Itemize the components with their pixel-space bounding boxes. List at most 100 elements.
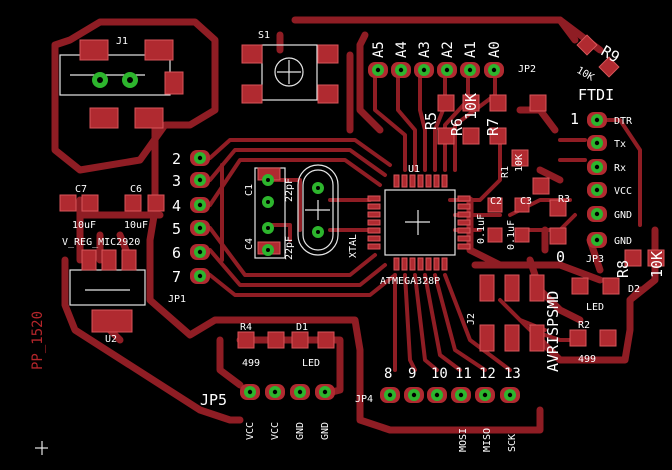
label-j1: J1 (116, 36, 128, 47)
label-r8-value: 10K (648, 251, 666, 278)
xtal-vias (312, 182, 324, 238)
label-c6-value: 10uF (124, 220, 148, 231)
label-c1-value: 22pF (284, 178, 295, 202)
label-r9-value: 10K (575, 65, 596, 84)
label-jp4: JP4 (355, 394, 373, 405)
jp5-pin-label: VCC (270, 422, 281, 440)
digital-pin-label: 6 (172, 244, 181, 262)
label-jp3: JP3 (586, 254, 604, 265)
component-labels: J1 S1 R9 10K FTDI JP2 JP3 JP1 JP4 JP5 C7… (30, 30, 666, 409)
label-u1: U1 (408, 164, 420, 175)
label-j2: J2 (466, 313, 477, 325)
label-d1-led: LED (302, 358, 320, 369)
isp-signal-label: SCK (507, 434, 518, 452)
digital-pin-label: 9 (408, 366, 416, 382)
label-d2: D2 (628, 284, 640, 295)
label-pp: PP_1520 (30, 311, 46, 370)
ftdi-pin-label: Rx (614, 163, 626, 174)
label-r4-value: 499 (242, 358, 260, 369)
digital-pin-label: 12 (479, 366, 496, 382)
label-r1-value: 10K (514, 154, 525, 172)
label-mcu: ATMEGA328P (380, 276, 440, 287)
c1-c4-vias (262, 174, 274, 256)
label-c2: C2 (490, 196, 502, 207)
jp5-pin-label: GND (320, 422, 331, 440)
jp5-pin-labels: VCC VCC GND GND (245, 422, 331, 440)
isp-signal-labels: MOSI MISO SCK (458, 428, 518, 452)
label-c4-value: 22pF (284, 236, 295, 260)
label-r3: R3 (558, 194, 570, 205)
label-ftdi: FTDI (578, 86, 614, 104)
label-r1: R1 (500, 166, 511, 178)
label-jp5: JP5 (200, 391, 227, 409)
label-r8: R8 (614, 260, 632, 278)
isp-signal-label: MOSI (458, 428, 469, 452)
analog-pin-label: A4 (394, 41, 410, 58)
isp-signal-label: MISO (482, 428, 493, 452)
signal-traces (208, 73, 642, 372)
ftdi-pin-label: DTR (614, 116, 633, 127)
label-zero: 0 (556, 248, 565, 266)
label-r6: R6 (448, 118, 466, 136)
label-c2-value: 0.1uF (476, 214, 487, 244)
label-c3-value: 0.1uF (506, 220, 517, 250)
label-avrisp: AVRISPSMD (544, 291, 562, 372)
ftdi-pin-label: VCC (614, 186, 632, 197)
ftdi-pin-label: GND (614, 236, 632, 247)
jp5-pin-label: VCC (245, 422, 256, 440)
label-r2: R2 (578, 320, 590, 331)
jp2-header (368, 62, 504, 78)
label-r7: R7 (484, 118, 502, 136)
digital-pin-label: 4 (172, 197, 181, 215)
jp3-header (587, 112, 607, 248)
analog-pin-label: A2 (440, 41, 456, 58)
digital-pin-label: 3 (172, 172, 181, 190)
analog-pin-label: A1 (463, 41, 479, 58)
u1-outline (384, 189, 456, 256)
s1-outline (261, 44, 318, 101)
label-one: 1 (570, 110, 579, 128)
digital-pin-label: 10 (431, 366, 448, 382)
label-vreg: V_REG_MIC2920 (62, 237, 140, 248)
label-r5: R5 (422, 112, 440, 130)
label-c4: C4 (244, 238, 255, 250)
ftdi-pin-label: GND (614, 210, 632, 221)
label-led2: LED (586, 302, 604, 313)
jp5-header (240, 384, 335, 400)
jp4-header (380, 387, 520, 403)
label-r2-value: 499 (578, 354, 596, 365)
analog-pin-label: A0 (487, 41, 503, 58)
label-c7: C7 (75, 184, 87, 195)
digital-pin-label: 13 (504, 366, 521, 382)
jp1-header (190, 150, 210, 284)
xtal-outline (297, 164, 339, 256)
label-xtal: XTAL (348, 234, 359, 258)
label-r4: R4 (240, 322, 252, 333)
ftdi-pin-label: Tx (614, 139, 626, 150)
digital-pin-label: 11 (455, 366, 472, 382)
label-c1: C1 (244, 184, 255, 196)
digital-pin-label: 8 (384, 366, 392, 382)
label-r6-value: 10K (462, 93, 480, 120)
analog-pin-labels: A5 A4 A3 A2 A1 A0 (371, 41, 503, 58)
analog-pin-label: A3 (417, 41, 433, 58)
label-jp1: JP1 (168, 294, 186, 305)
label-c7-value: 10uF (72, 220, 96, 231)
label-c6: C6 (130, 184, 142, 195)
label-s1: S1 (258, 30, 270, 41)
analog-pin-label: A5 (371, 41, 387, 58)
jp5-pin-label: GND (295, 422, 306, 440)
j1-vias (92, 72, 138, 88)
label-u2: U2 (105, 334, 117, 345)
label-d1: D1 (296, 322, 308, 333)
u2-outline (69, 269, 146, 306)
label-r9: R9 (598, 42, 623, 67)
label-jp2: JP2 (518, 64, 536, 75)
label-c3: C3 (520, 196, 532, 207)
digital-pin-label: 2 (172, 150, 181, 168)
digital-pin-label: 7 (172, 268, 181, 286)
